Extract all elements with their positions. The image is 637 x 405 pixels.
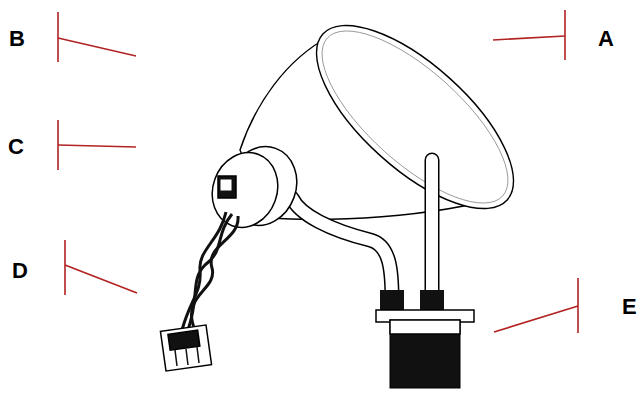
callout-letter: A [598, 28, 614, 50]
connector-e [376, 290, 474, 388]
callout-letter: E [622, 296, 637, 318]
twisted-wires [182, 212, 238, 330]
callout-letter: B [9, 28, 25, 50]
callout-letter: C [8, 136, 24, 158]
tubes [292, 160, 432, 300]
callout-letter: D [12, 260, 28, 282]
lamp-base [202, 137, 308, 237]
connector-d [160, 325, 211, 371]
